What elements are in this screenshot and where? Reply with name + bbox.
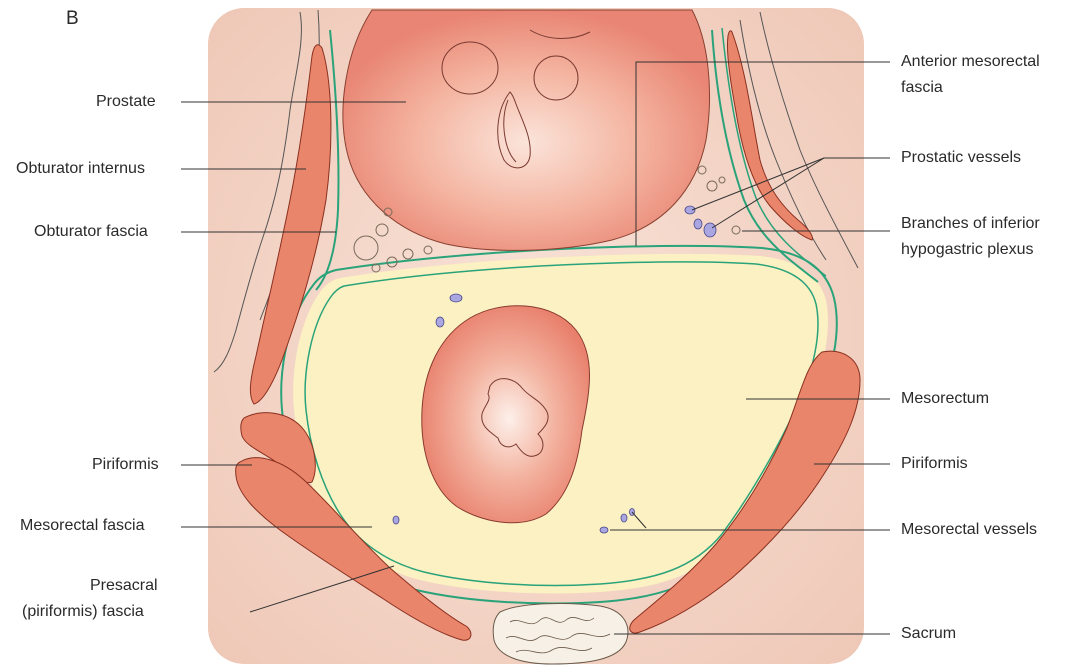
label-sacrum: Sacrum [901, 624, 956, 644]
label-obturator-fascia: Obturator fascia [34, 222, 148, 242]
label-mesorectum: Mesorectum [901, 389, 989, 409]
label-mesorectal-fascia: Mesorectal fascia [20, 516, 145, 536]
rectum [422, 306, 590, 523]
label-obturator-internus: Obturator internus [16, 159, 145, 179]
label-presacral-fascia-line1: Presacral [90, 576, 158, 596]
label-prostate: Prostate [96, 92, 156, 112]
label-presacral-fascia-line2: (piriformis) fascia [22, 602, 144, 622]
label-branches-ihp-line2: hypogastric plexus [901, 240, 1034, 260]
panel-letter: B [66, 8, 79, 30]
label-anterior-mesorectal-fascia-line2: fascia [901, 78, 943, 98]
label-anterior-mesorectal-fascia-line1: Anterior mesorectal [901, 52, 1040, 72]
label-mesorectal-vessels: Mesorectal vessels [901, 520, 1037, 540]
label-prostatic-vessels: Prostatic vessels [901, 148, 1021, 168]
label-piriformis-right: Piriformis [901, 454, 968, 474]
sacrum [493, 604, 628, 664]
label-branches-ihp-line1: Branches of inferior [901, 214, 1040, 234]
label-piriformis-left: Piriformis [92, 455, 159, 475]
